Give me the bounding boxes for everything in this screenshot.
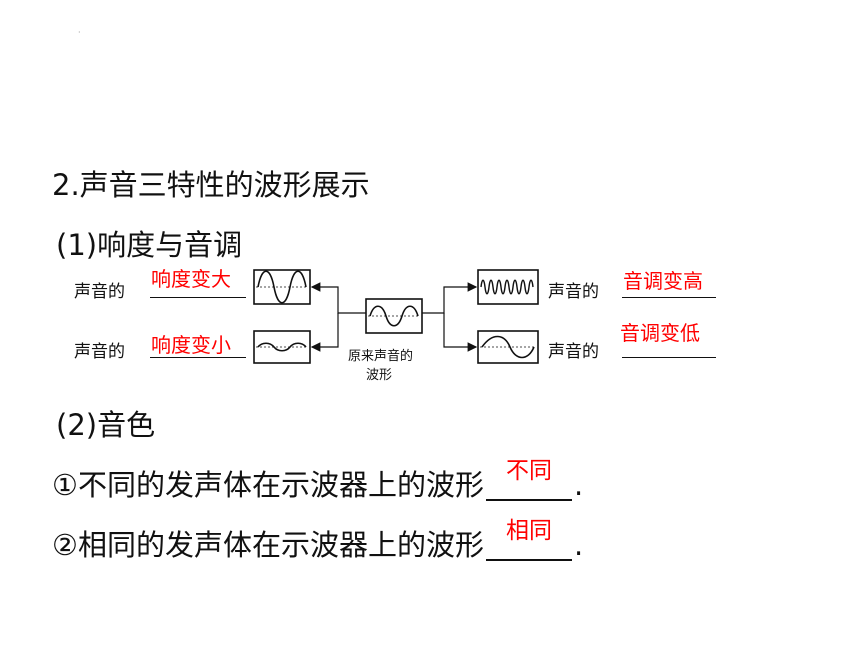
timbre-item-1-text: ①不同的发声体在示波器上的波形 — [52, 468, 484, 502]
answer-pitch-down: 音调变低 — [620, 321, 700, 345]
blank-left-bottom — [150, 356, 246, 358]
waveform-box-higher-pitch — [477, 269, 539, 305]
timbre-item-2-end: . — [574, 528, 584, 562]
waveform-box-original — [365, 298, 423, 334]
label-left-bottom: 声音的 — [74, 342, 125, 362]
answer-loudness-up: 响度变大 — [151, 267, 231, 291]
label-right-bottom: 声音的 — [548, 342, 599, 362]
waveform-box-quieter — [253, 330, 311, 364]
label-left-top: 声音的 — [74, 282, 125, 302]
timbre-item-2-answer: 相同 — [506, 518, 552, 544]
timbre-item-1-answer: 不同 — [506, 458, 552, 484]
subsection-title-loudness-pitch: (1)响度与音调 — [56, 228, 243, 262]
timbre-item-1: ①不同的发声体在示波器上的波形不同. — [52, 458, 584, 504]
blank-left-top — [150, 296, 246, 298]
decorative-dot: · — [78, 28, 81, 37]
label-right-top: 声音的 — [548, 282, 599, 302]
timbre-item-1-end: . — [574, 468, 584, 502]
timbre-item-1-blank: 不同 — [486, 458, 572, 501]
waveform-box-louder — [253, 269, 311, 305]
section-heading: 2.声音三特性的波形展示 — [52, 168, 370, 202]
answer-pitch-up: 音调变高 — [623, 269, 703, 293]
waveform-box-lower-pitch — [477, 330, 539, 364]
timbre-item-2-text: ②相同的发声体在示波器上的波形 — [52, 528, 484, 562]
connector-left — [310, 282, 366, 352]
answer-loudness-down: 响度变小 — [151, 333, 231, 357]
connector-right — [422, 282, 478, 352]
caption-original-line2: 波形 — [366, 368, 393, 383]
blank-right-bottom — [622, 356, 716, 358]
blank-right-top — [622, 296, 716, 298]
caption-original-line1: 原来声音的 — [348, 349, 414, 364]
timbre-item-2: ②相同的发声体在示波器上的波形相同. — [52, 518, 584, 564]
subsection-title-timbre: (2)音色 — [56, 408, 156, 442]
timbre-item-2-blank: 相同 — [486, 518, 572, 561]
